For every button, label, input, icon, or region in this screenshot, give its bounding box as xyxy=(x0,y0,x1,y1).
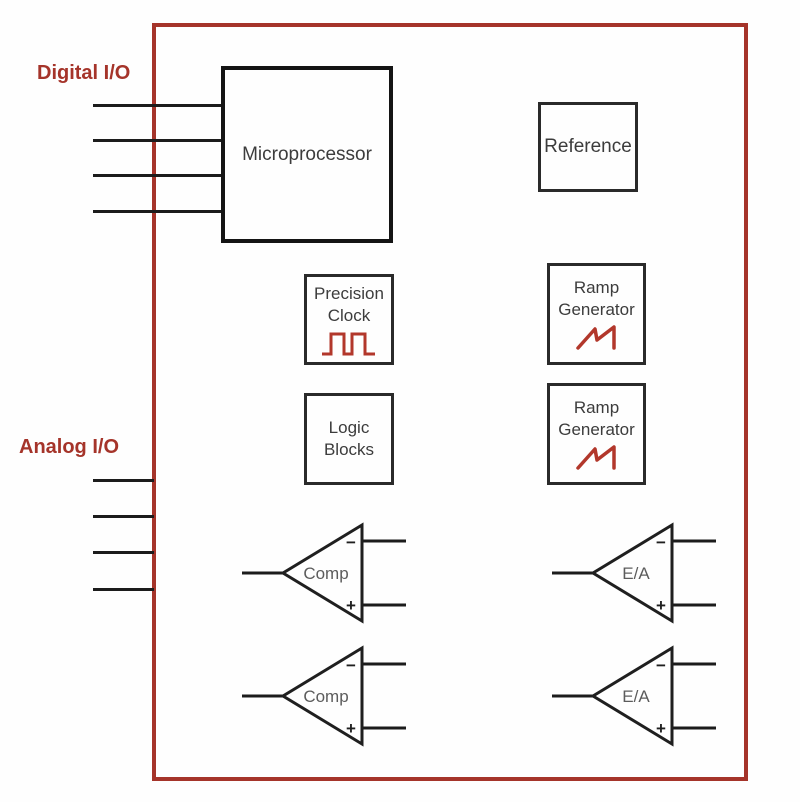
chip-boundary-box xyxy=(152,23,748,781)
comparator-bottom: − + Comp xyxy=(242,637,408,755)
ramp-generator-top-label-line1: Ramp xyxy=(573,278,620,297)
microprocessor-label: Microprocessor xyxy=(242,143,372,165)
ramp-generator-bottom-label-line2: Generator xyxy=(558,420,635,439)
precision-clock-label-line2: Clock xyxy=(327,305,371,325)
error-amplifier-bottom: − + E/A xyxy=(552,637,718,755)
reference-label: Reference xyxy=(544,136,632,157)
error-amplifier-triangle-icon xyxy=(590,645,674,747)
minus-sign: − xyxy=(346,533,356,552)
plus-sign: + xyxy=(656,596,666,615)
digital-io-line xyxy=(93,174,222,177)
digital-io-line xyxy=(93,210,222,213)
logic-blocks-block: Logic Blocks xyxy=(304,393,394,485)
error-amplifier-top: − + E/A xyxy=(552,514,718,632)
comparator-triangle-icon xyxy=(280,522,364,624)
plus-sign: + xyxy=(656,719,666,738)
logic-blocks-label-line2: Blocks xyxy=(323,440,375,459)
comparator-triangle-icon xyxy=(280,645,364,747)
comparator-bottom-label: Comp xyxy=(303,687,348,706)
plus-sign: + xyxy=(346,596,356,615)
analog-io-label: Analog I/O xyxy=(19,436,119,458)
minus-sign: − xyxy=(346,656,356,675)
error-amplifier-top-label: E/A xyxy=(622,564,650,583)
logic-blocks-label-line1: Logic xyxy=(328,418,370,437)
ramp-generator-bottom-block: Ramp Generator xyxy=(547,383,646,485)
digital-io-line xyxy=(93,139,222,142)
ramp-generator-top-label-line2: Generator xyxy=(558,300,635,319)
analog-io-line xyxy=(93,515,154,518)
analog-io-line xyxy=(93,479,154,482)
error-amplifier-bottom-label: E/A xyxy=(622,687,650,706)
square-wave-icon xyxy=(322,332,375,355)
ramp-generator-bottom-label-line1: Ramp xyxy=(573,398,620,417)
reference-block: Reference xyxy=(538,102,638,192)
analog-io-line xyxy=(93,551,154,554)
minus-sign: − xyxy=(656,656,666,675)
digital-io-line xyxy=(93,104,222,107)
sawtooth-wave-icon xyxy=(575,325,616,350)
sawtooth-wave-icon xyxy=(575,445,616,470)
comparator-top-label: Comp xyxy=(303,564,348,583)
plus-sign: + xyxy=(346,719,356,738)
microprocessor-block: Microprocessor xyxy=(221,66,393,243)
comparator-top: − + Comp xyxy=(242,514,408,632)
error-amplifier-triangle-icon xyxy=(590,522,674,624)
precision-clock-block: Precision Clock xyxy=(304,274,394,365)
digital-io-label: Digital I/O xyxy=(37,62,131,84)
minus-sign: − xyxy=(656,533,666,552)
precision-clock-label-line1: Precision xyxy=(314,283,384,303)
analog-io-line xyxy=(93,588,154,591)
ramp-generator-top-block: Ramp Generator xyxy=(547,263,646,365)
